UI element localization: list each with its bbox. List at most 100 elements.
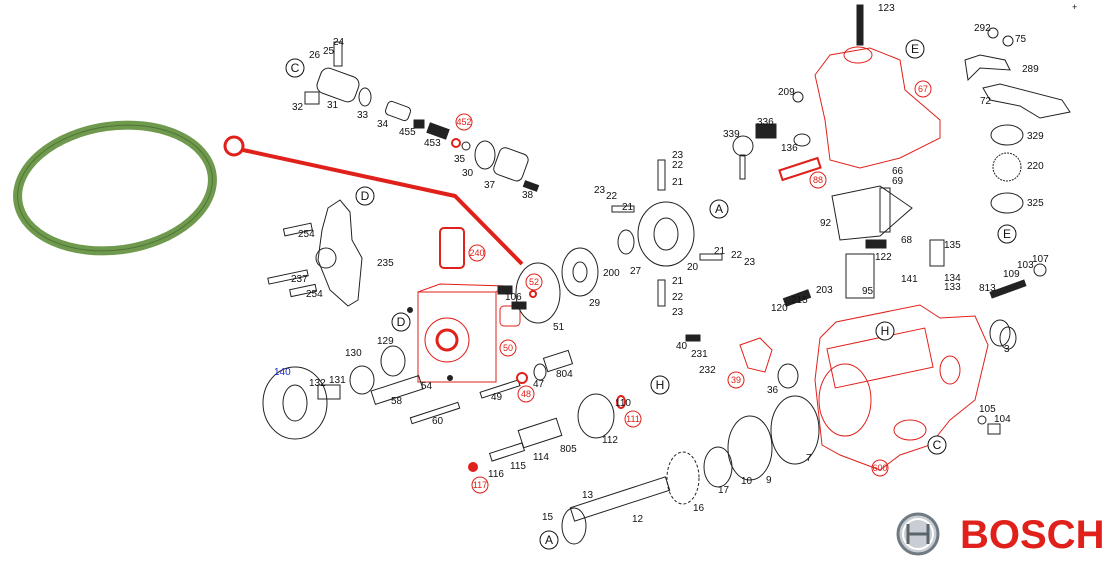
part-number-label: 16 [693, 503, 705, 514]
part-number-label: 75 [1015, 34, 1027, 45]
part-number-label: 106 [505, 292, 522, 303]
selected-part-label[interactable]: 140 [274, 367, 291, 378]
reference-letter-circle [650, 375, 670, 395]
part-number-label: 22 [606, 191, 618, 202]
part-number-label: 110 [615, 398, 631, 409]
part-number-label: 33 [357, 110, 369, 121]
reference-letter-circle [391, 312, 411, 332]
highlight-callout-circle [809, 171, 827, 189]
bosch-logo: BOSCH [896, 512, 1104, 557]
part-number-label: 32 [292, 102, 304, 113]
highlight-callout-circle [468, 244, 486, 262]
part-number-label: 135 [944, 240, 961, 251]
solenoid-cover-housing [732, 4, 941, 249]
reference-letter: H [881, 324, 890, 338]
part-number-label: 12 [632, 514, 644, 525]
part-number-label: 133 [944, 282, 961, 293]
part-number-label: 134 [944, 273, 961, 284]
reference-letter: C [933, 438, 942, 452]
part-number-label: 120 [771, 303, 788, 314]
part-number-label: 22 [672, 160, 684, 171]
part-number-label: 20 [687, 262, 699, 273]
reference-letter: A [715, 202, 723, 216]
bracket-parts [267, 199, 363, 307]
part-number-label: 72 [980, 96, 992, 107]
part-number-label: 92 [820, 218, 832, 229]
reference-letter-circle [539, 530, 559, 550]
part-number-label: 130 [345, 348, 362, 359]
part-number-label: 21 [672, 177, 684, 188]
part-number-label: 13 [582, 490, 594, 501]
part-number-label: 292 [974, 23, 991, 34]
reference-letter-circle [285, 58, 305, 78]
highlighted-part-label[interactable]: 88 [813, 175, 823, 185]
reference-letter-circle [905, 39, 925, 59]
part-number-label: 7 [806, 453, 812, 464]
reference-letter: D [361, 189, 370, 203]
highlighted-part-label[interactable]: 111 [626, 414, 640, 424]
part-number-label: 804 [556, 369, 573, 380]
part-number-label: 104 [994, 414, 1011, 425]
reference-letter: E [1003, 227, 1011, 241]
part-number-label: 131 [329, 375, 346, 386]
highlighted-part-label[interactable]: 240 [469, 248, 484, 258]
part-number-label: 38 [522, 190, 534, 201]
highlight-callout-circle [525, 273, 543, 291]
highlighted-part-label[interactable]: 50 [503, 343, 513, 353]
part-number-label: 22 [672, 292, 684, 303]
o-ring-highlight[interactable] [9, 113, 220, 263]
part-number-label: 805 [560, 444, 577, 455]
part-number-label: 123 [878, 3, 895, 14]
part-number-label: 112 [602, 435, 618, 446]
reference-letter-circle [997, 224, 1017, 244]
highlighted-part-label[interactable]: 52 [529, 277, 539, 287]
control-lever-parts [782, 27, 1071, 307]
part-number-label: 813 [979, 283, 996, 294]
part-number-label: 30 [462, 168, 474, 179]
highlight-callout-circle [455, 113, 473, 131]
part-number-label: 40 [676, 341, 688, 352]
roller-ring [611, 159, 723, 307]
part-number-label: 107 [1032, 254, 1049, 265]
part-number-label: 122 [875, 252, 892, 263]
highlight-callout-circle [517, 385, 535, 403]
oring-and-plate [262, 247, 599, 440]
part-number-label: 209 [778, 87, 795, 98]
part-number-label: 36 [767, 385, 779, 396]
part-number-label: 15 [542, 512, 554, 523]
part-number-label: 200 [603, 268, 620, 279]
part-number-label: 95 [862, 286, 874, 297]
part-number-label: 31 [327, 100, 339, 111]
part-number-label: 232 [699, 365, 716, 376]
part-number-label: 235 [377, 258, 394, 269]
highlight-callout-circle [871, 459, 889, 477]
part-number-label: 37 [484, 180, 496, 191]
highlighted-part-label[interactable]: 48 [521, 389, 531, 399]
reference-letter: H [656, 378, 665, 392]
part-number-label: 17 [718, 485, 730, 496]
distributor-head [407, 227, 527, 383]
pointer-line [223, 135, 524, 266]
highlight-callout-circle [471, 476, 489, 494]
part-number-label: 114 [533, 452, 549, 463]
part-number-label: 23 [744, 257, 756, 268]
part-number-label: 203 [816, 285, 833, 296]
part-number-label: 231 [691, 349, 708, 360]
highlighted-part-label[interactable]: 600 [872, 463, 887, 473]
part-number-label: 26 [309, 50, 321, 61]
reference-letter: A [545, 533, 553, 547]
highlight-callout-circle [624, 410, 642, 428]
part-number-label: 35 [454, 154, 466, 165]
highlighted-part-label[interactable]: 452 [456, 117, 471, 127]
part-number-label: 66 [892, 166, 904, 177]
part-number-label: 23 [672, 307, 684, 318]
highlighted-part-label[interactable]: 117 [473, 480, 487, 490]
highlighted-part-label[interactable]: 67 [918, 84, 928, 94]
highlighted-part-label[interactable]: 39 [731, 375, 741, 385]
brand-wordmark: BOSCH [960, 513, 1104, 557]
part-number-label: 455 [399, 127, 416, 138]
reference-letter: D [397, 315, 406, 329]
part-number-label: 339 [723, 129, 740, 140]
part-number-label: 21 [714, 246, 726, 257]
highlight-callout-circle [727, 371, 745, 389]
